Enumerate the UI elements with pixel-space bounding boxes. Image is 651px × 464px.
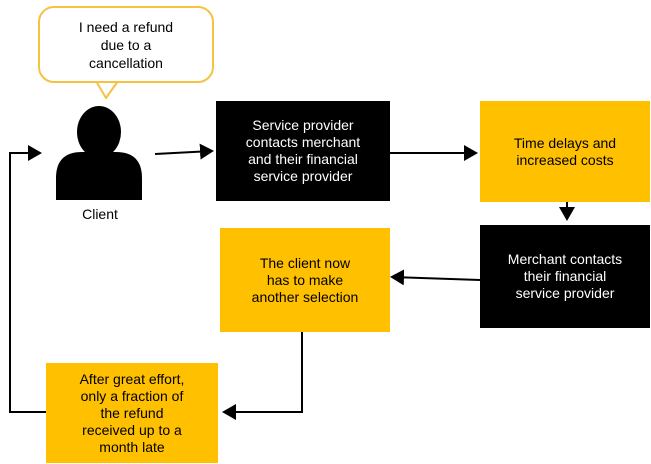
arrow-client-to-service-provider bbox=[154, 143, 214, 160]
client-label: Client bbox=[82, 206, 118, 222]
merchant-contacts-box: Merchant contacts their financial servic… bbox=[480, 225, 650, 328]
arrow-another-selection-to-fraction-refund bbox=[222, 332, 303, 420]
client-person-icon bbox=[56, 106, 142, 200]
another-selection-box: The client now has to make another selec… bbox=[220, 228, 390, 332]
arrow-merchant-to-another-selection bbox=[390, 269, 481, 286]
time-delays-box: Time delays and increased costs bbox=[480, 101, 650, 202]
service-provider-contacts-merchant-box: Service provider contacts merchant and t… bbox=[216, 101, 390, 201]
arrow-fraction-refund-to-client-loop bbox=[9, 145, 46, 413]
fraction-refund-box: After great effort, only a fraction of t… bbox=[46, 363, 218, 463]
speech-bubble: I need a refund due to a cancellation bbox=[38, 6, 214, 83]
bubble-tail bbox=[95, 80, 119, 99]
